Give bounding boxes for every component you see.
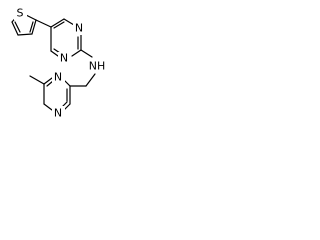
bond-pyrimidine-nh — [80, 49, 93, 58]
atom-labels: S N N NH N N — [14, 7, 107, 120]
atom-thiophene-s: S — [17, 7, 24, 20]
bond-pyrimidine-c5-c4-inner — [53, 21, 65, 29]
bond-pyrimidine-c2-n1 — [71, 49, 82, 57]
bond-thiophene-c4-c5 — [11, 21, 19, 36]
atom-pyrazine-n-upper: N — [54, 71, 62, 84]
bond-thiophene-c3-c4 — [17, 33, 33, 36]
bond-pyrazine-n1-c6 — [43, 77, 53, 85]
bond-pyrimidine-c5-c4 — [50, 18, 65, 28]
bond-pyrimidine-n1-c6 — [50, 50, 59, 57]
atom-pyrazine-n-lower: N — [54, 107, 62, 120]
bond-pyrimidine-c4-n3 — [63, 18, 75, 26]
pyrimidine-ring — [50, 18, 82, 57]
atom-amine-nh: NH — [89, 60, 106, 73]
atom-pyrimidine-n-upper: N — [75, 22, 83, 35]
bond-pyrazine-c5-n4 — [43, 103, 53, 111]
bond-nh-ch2 — [85, 73, 96, 87]
molecule-structure: S N N NH N N — [11, 7, 107, 120]
bond-thiophene-pyrimidine — [35, 19, 52, 28]
bond-thiophene-c2-c3 — [31, 19, 37, 35]
bond-thiophene-c2-c3-inner — [29, 21, 34, 33]
thiophene-ring — [11, 13, 37, 36]
bond-thiophene-c4-c5-inner — [14, 21, 21, 33]
bond-pyrazine-methyl — [29, 75, 45, 85]
atom-pyrimidine-n-lower: N — [60, 52, 68, 65]
